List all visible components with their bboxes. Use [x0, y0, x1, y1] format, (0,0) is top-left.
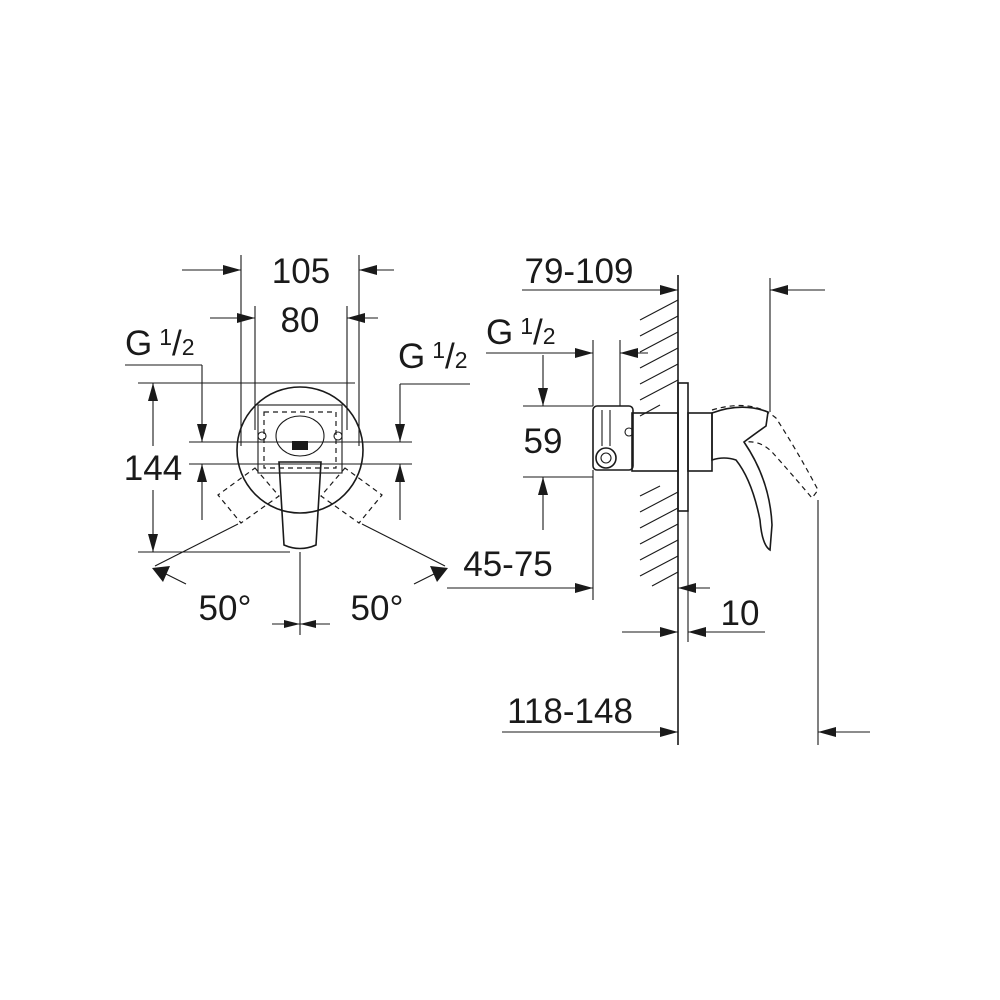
lever-position-right	[320, 467, 383, 524]
angle-right: 50°	[351, 589, 404, 628]
dim-mount-depth: 45-75	[463, 545, 553, 584]
lever-side-raised	[711, 404, 819, 499]
dim-width-inner: 80	[281, 301, 320, 340]
screw	[333, 431, 343, 441]
valve-body	[631, 412, 679, 472]
cartridge-outline	[263, 411, 337, 469]
wall-plate	[677, 382, 689, 512]
inlet-fitting	[592, 405, 634, 471]
lever-side	[711, 406, 773, 552]
angle-left: 50°	[199, 589, 252, 628]
dim-width-outer: 105	[272, 252, 330, 291]
dim-total-depth: 118-148	[507, 692, 633, 731]
dim-wall-depth: 79-109	[525, 252, 634, 291]
dim-height: 144	[124, 449, 182, 488]
wall-hatching	[639, 299, 679, 587]
cartridge-cap	[275, 415, 325, 457]
mixer-body	[257, 404, 343, 474]
escutcheon-plate	[236, 386, 364, 514]
inlet-port	[595, 447, 617, 469]
lever-handle	[278, 461, 322, 550]
lever-position-left	[217, 467, 280, 524]
screw	[257, 431, 267, 441]
dim-body-height: 59	[524, 422, 563, 461]
temperature-indicator	[292, 441, 308, 450]
dim-plate: 10	[721, 594, 760, 633]
cover-sleeve	[687, 412, 713, 472]
